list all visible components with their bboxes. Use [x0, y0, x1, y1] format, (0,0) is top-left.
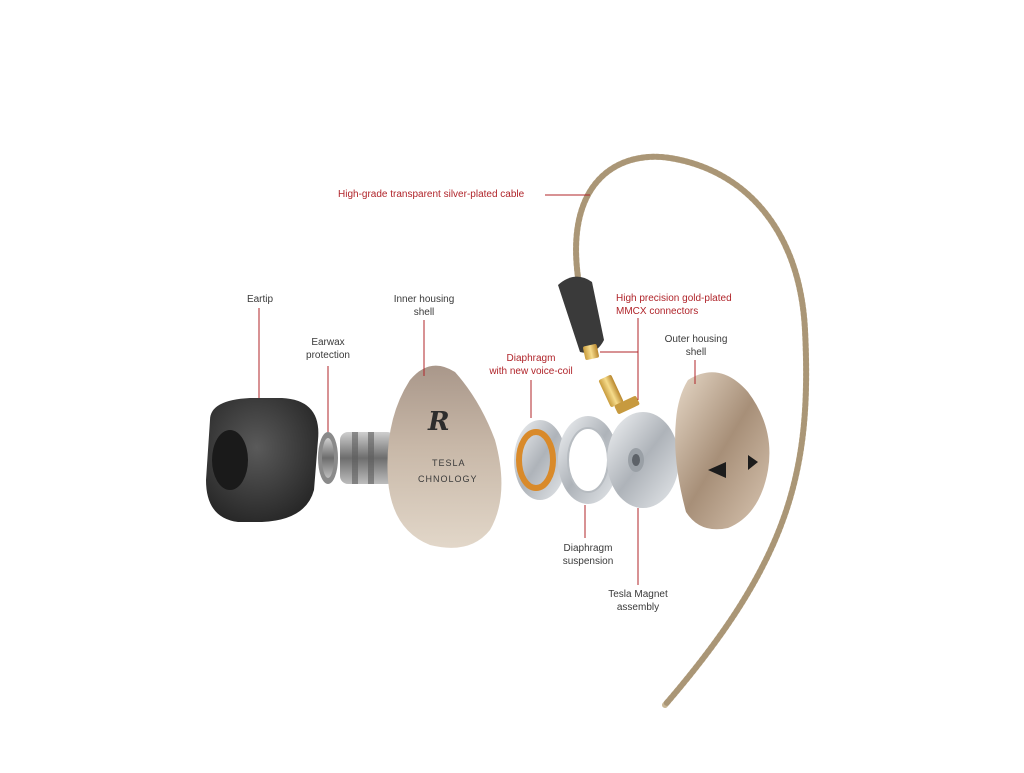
- mmcx-plug: [558, 276, 604, 360]
- label-outer-housing: Outer housing shell: [664, 334, 728, 358]
- leader-lines: [258, 194, 696, 585]
- brand-mark-1: TESLA: [432, 458, 466, 468]
- label-eartip: Eartip: [246, 294, 274, 305]
- magnet-shape: [607, 412, 679, 508]
- diaphragm-shape: [514, 420, 566, 500]
- inner-housing-shape: R TESLA CHNOLOGY: [387, 365, 502, 548]
- label-suspension: Diaphragm suspension: [562, 543, 614, 567]
- label-magnet: Tesla Magnet assembly: [608, 589, 668, 613]
- label-cable: High-grade transparent silver-plated cab…: [338, 189, 525, 200]
- side-mark: R: [427, 407, 450, 437]
- outer-housing-shape: [675, 372, 770, 530]
- label-mmcx: High precision gold-plated MMCX connecto…: [616, 293, 732, 317]
- label-earwax: Earwax protection: [306, 337, 350, 361]
- label-inner-housing: Inner housing shell: [393, 294, 455, 318]
- earwax-filter-shape: [318, 432, 338, 484]
- leader-mmcx: [600, 318, 639, 400]
- mmcx-socket: [598, 375, 640, 414]
- label-diaphragm: Diaphragm with new voice-coil: [489, 353, 573, 377]
- brand-mark-2: CHNOLOGY: [418, 474, 478, 484]
- suspension-shape: [558, 416, 618, 504]
- nozzle-shape: [340, 432, 395, 484]
- cable: [573, 153, 810, 708]
- eartip-shape: [206, 398, 319, 522]
